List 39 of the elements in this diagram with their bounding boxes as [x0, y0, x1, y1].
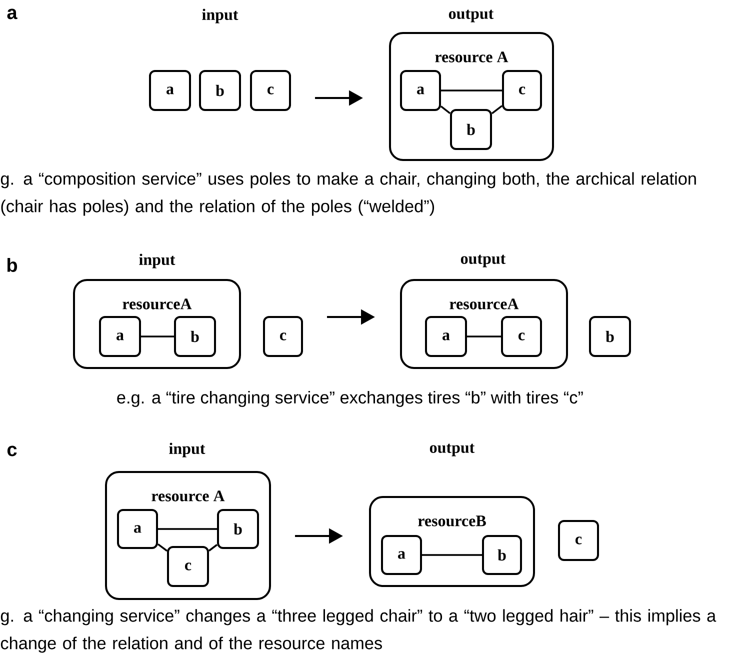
column-heading: input: [202, 8, 238, 24]
element-box: c: [250, 70, 291, 111]
element-box: c: [558, 520, 599, 561]
caption: g. a “changing service” changes a “three legged chair” to a “two legged hair” – this implies a change of the relation and of the resource names: [0, 609, 716, 653]
element-box: c: [263, 316, 303, 357]
element-box: b: [589, 316, 631, 357]
column-heading: output: [460, 254, 506, 268]
column-heading: input: [169, 442, 206, 458]
connector-line: [491, 105, 503, 114]
caption: g. a “composition service” uses poles to make a chair, changing both, the archical relation (chair has poles) and the relation of the poles (“welded”): [0, 172, 696, 216]
connector-line: [422, 554, 482, 556]
element-box: a: [99, 316, 141, 357]
connector-line: [441, 90, 502, 92]
element-box: b: [450, 109, 492, 150]
connector-line: [440, 106, 451, 114]
element-box: a: [117, 508, 158, 549]
connector-line: [158, 528, 217, 530]
element-box: b: [199, 70, 241, 111]
column-heading: output: [448, 10, 494, 22]
element-box: c: [501, 316, 542, 357]
panel-letter: a: [7, 8, 18, 20]
element-box: b: [174, 316, 216, 357]
connector-line: [141, 336, 174, 338]
connector-line: [157, 543, 168, 552]
element-box: a: [381, 534, 422, 575]
connector-line: [467, 336, 501, 338]
connector-line: [208, 544, 218, 552]
column-heading: output: [430, 444, 475, 456]
element-box: c: [502, 70, 542, 111]
element-box: a: [400, 70, 441, 111]
element-box: c: [167, 546, 209, 587]
element-box: b: [217, 508, 259, 549]
column-heading: input: [139, 254, 176, 268]
element-box: a: [149, 70, 191, 111]
panel-letter: c: [7, 446, 17, 456]
element-box: b: [482, 534, 522, 575]
element-box: a: [425, 316, 467, 357]
panel-letter: b: [7, 258, 18, 272]
caption: e.g. a “tire changing service” exchanges tires “b” with tires “c”: [117, 390, 583, 407]
